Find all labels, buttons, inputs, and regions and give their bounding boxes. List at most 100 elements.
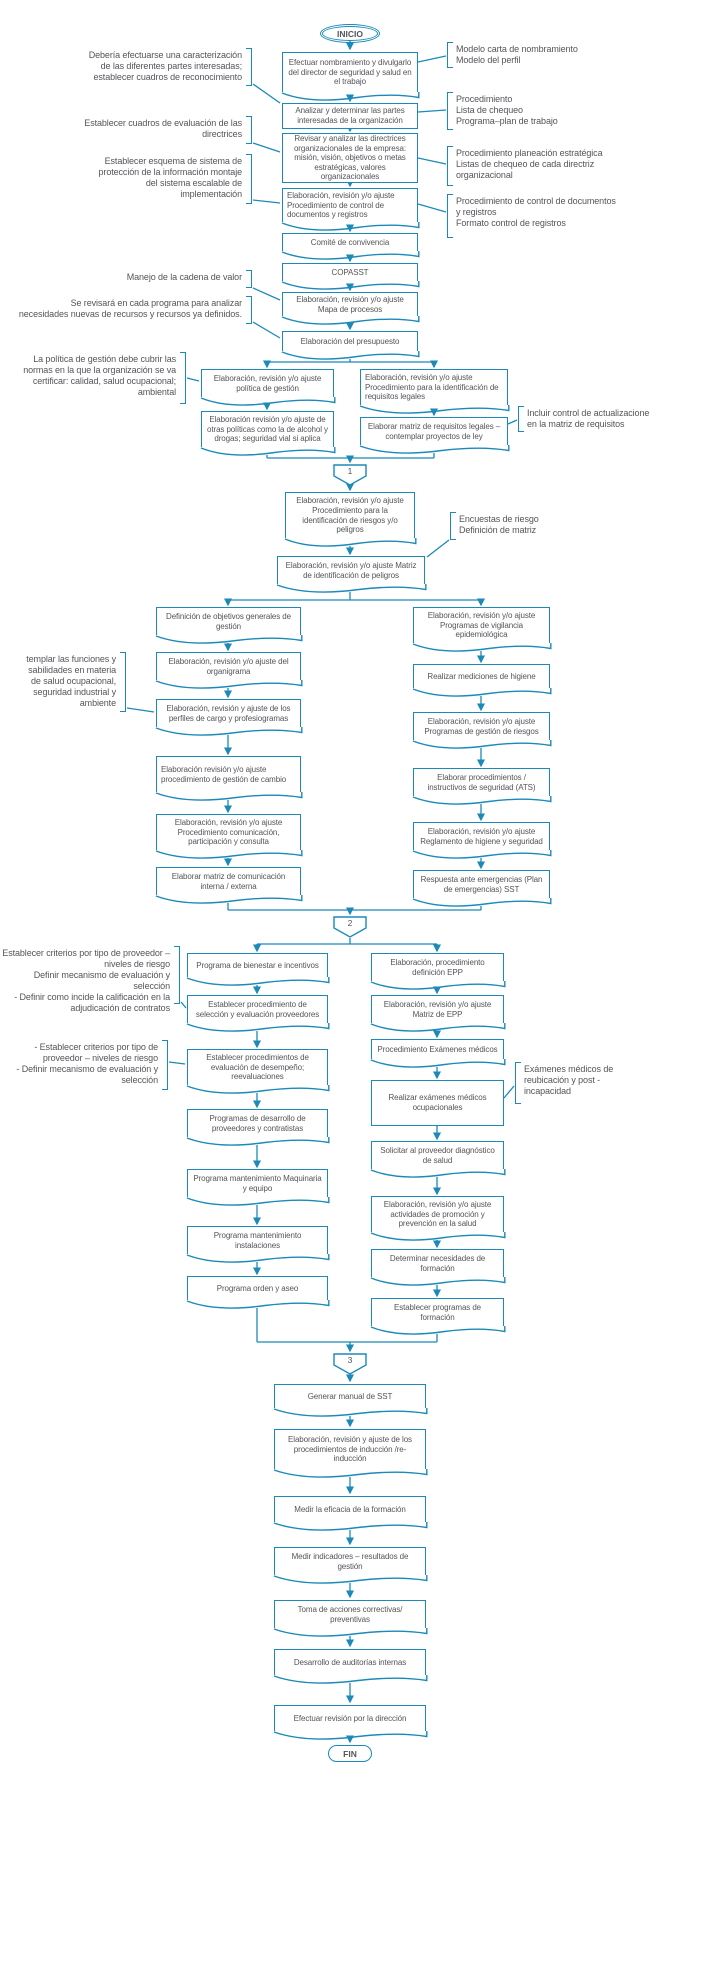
step-requisitos-legales: Elaboración, revisión y/o ajuste Procedi… — [360, 369, 508, 405]
note-bracket — [246, 270, 252, 288]
document-wave — [413, 643, 551, 652]
document-wave — [413, 850, 551, 859]
step-politica-gestion: Elaboración, revisión y/o ajuste polític… — [201, 369, 334, 397]
document-wave — [156, 792, 302, 801]
step-label: Programa orden y aseo — [216, 1283, 299, 1293]
document-wave — [274, 1731, 427, 1740]
step-matriz-peligros: Elaboración, revisión y/o ajuste Matriz … — [277, 556, 425, 584]
step-label: Revisar y analizar las directrices organ… — [293, 134, 407, 182]
connector-label: 3 — [347, 1355, 353, 1365]
document-wave — [371, 1277, 505, 1286]
document-wave — [187, 1023, 329, 1032]
step-epp-definicion: Elaboración, procedimiento definición EP… — [371, 953, 504, 981]
document-wave — [371, 1232, 505, 1241]
note-funciones: templar las funciones y sabilidades en m… — [26, 654, 116, 708]
document-wave — [187, 1137, 329, 1146]
note-bracket — [447, 194, 453, 238]
note-bracket — [447, 146, 453, 186]
step-partes-interesadas: Analizar y determinar las partes interes… — [282, 103, 418, 129]
step-label: Programas de desarrollo de proveedores y… — [209, 1113, 306, 1133]
step-matriz-comunicacion: Elaborar matriz de comunicación interna … — [156, 867, 301, 895]
connector-shape — [333, 916, 367, 938]
start-node: INICIO — [319, 23, 381, 44]
note-cuadros-evaluacion: Establecer cuadros de evaluación de las … — [84, 118, 242, 139]
document-wave — [360, 445, 509, 454]
document-wave — [282, 351, 419, 360]
step-label: Elaboración, revisión y/o ajuste Mapa de… — [296, 294, 404, 314]
end-node: FIN — [328, 1745, 372, 1762]
document-wave — [285, 538, 416, 547]
step-orden-aseo: Programa orden y aseo — [187, 1276, 328, 1300]
note-planeacion-estrategica: Procedimiento planeación estratégica Lis… — [456, 148, 603, 180]
document-wave — [282, 92, 419, 101]
document-wave — [156, 895, 302, 904]
step-label: Elaboración, revisión y ajuste de los pr… — [288, 1435, 412, 1464]
document-wave — [156, 850, 302, 859]
step-label: Establecer procedimiento de selección y … — [195, 999, 320, 1019]
step-comunicacion: Elaboración, revisión y/o ajuste Procedi… — [156, 814, 301, 850]
step-necesidades-formacion: Determinar necesidades de formación — [371, 1249, 504, 1277]
document-wave — [156, 680, 302, 689]
step-label: Elaboración revisión y/o ajuste procedim… — [161, 764, 287, 784]
end-label: FIN — [343, 1748, 357, 1759]
step-acciones-correctivas: Toma de acciones correctivas/ preventiva… — [274, 1600, 426, 1628]
step-label: Elaboración, revisión y/o ajuste Reglame… — [420, 826, 543, 846]
note-bracket — [447, 92, 453, 130]
document-wave — [274, 1469, 427, 1478]
note-bracket — [174, 946, 180, 1004]
note-bracket — [518, 406, 524, 432]
step-directrices: Revisar y analizar las directrices organ… — [282, 133, 418, 183]
step-label: Programa mantenimiento Maquinaria y equi… — [193, 1173, 322, 1193]
step-diagnostico-salud: Solicitar al proveedor diagnóstico de sa… — [371, 1141, 504, 1169]
step-label: Definición de objetivos generales de ges… — [166, 611, 291, 631]
step-epp-matriz: Elaboración, revisión y/o ajuste Matriz … — [371, 995, 504, 1023]
note-politica-normas: La política de gestión debe cubrir las n… — [23, 354, 176, 397]
step-mediciones-higiene: Realizar mediciones de higiene — [413, 664, 550, 688]
document-wave — [371, 1169, 505, 1178]
step-label: Realizar mediciones de higiene — [427, 671, 536, 681]
note-examenes-reubicacion: Exámenes médicos de reubicación y post -… — [524, 1064, 614, 1096]
step-objetivos: Definición de objetivos generales de ges… — [156, 607, 301, 635]
document-wave — [413, 796, 551, 805]
step-label: Efectuar nombramiento y divulgarlo del d… — [288, 58, 412, 87]
note-actualizacion-matriz: Incluir control de actualizacione en la … — [527, 408, 650, 429]
step-bienestar: Programa de bienestar e incentivos — [187, 953, 328, 977]
step-nombramiento: Efectuar nombramiento y divulgarlo del d… — [282, 52, 418, 92]
note-bracket — [180, 352, 186, 404]
step-mantenimiento-maquinaria: Programa mantenimiento Maquinaria y equi… — [187, 1169, 328, 1197]
step-vigilancia-epidemiologica: Elaboración, revisión y/o ajuste Program… — [413, 607, 550, 643]
document-wave — [201, 447, 335, 456]
connector-shape — [333, 1353, 367, 1375]
step-label: Elaborar procedimientos / instructivos d… — [427, 772, 536, 792]
step-mantenimiento-instalaciones: Programa mantenimiento instalaciones — [187, 1226, 328, 1254]
note-criterios-proveedor-1: Establecer criterios por tipo de proveed… — [2, 948, 170, 1013]
step-label: Elaboración, revisión y/o ajuste Program… — [424, 716, 539, 736]
note-criterios-proveedor-2: - Establecer criterios por tipo de prove… — [16, 1042, 158, 1085]
step-label: Medir indicadores – resultados de gestió… — [291, 1551, 409, 1571]
step-label: Elaborar matriz de comunicación interna … — [171, 871, 286, 891]
step-label: Determinar necesidades de formación — [389, 1253, 486, 1273]
step-label: Elaboración, revisión y/o ajuste Matriz … — [285, 560, 417, 580]
connector-1: 1 — [333, 464, 367, 486]
step-label: Elaboración, revisión y/o ajuste Program… — [427, 611, 536, 640]
step-label: Establecer programas de formación — [393, 1302, 482, 1322]
step-perfiles-cargo: Elaboración, revisión y ajuste de los pe… — [156, 699, 301, 727]
step-promocion-prevencion: Elaboración, revisión y/o ajuste activid… — [371, 1196, 504, 1232]
document-wave — [187, 1197, 329, 1206]
document-wave — [156, 727, 302, 736]
document-wave — [413, 688, 551, 697]
step-reglamento-higiene: Elaboración, revisión y/o ajuste Reglame… — [413, 822, 550, 850]
step-programas-gestion-riesgos: Elaboración, revisión y/o ajuste Program… — [413, 712, 550, 740]
document-wave — [156, 635, 302, 644]
step-label: Elaboración, procedimiento definición EP… — [390, 957, 485, 977]
document-wave — [274, 1408, 427, 1417]
step-induccion: Elaboración, revisión y ajuste de los pr… — [274, 1429, 426, 1469]
step-desarrollo-proveedores: Programas de desarrollo de proveedores y… — [187, 1109, 328, 1137]
step-gestion-cambio: Elaboración revisión y/o ajuste procedim… — [156, 756, 301, 792]
step-label: Toma de acciones correctivas/ preventiva… — [297, 1604, 403, 1624]
document-wave — [274, 1675, 427, 1684]
note-bracket — [120, 652, 126, 712]
document-wave — [371, 981, 505, 990]
